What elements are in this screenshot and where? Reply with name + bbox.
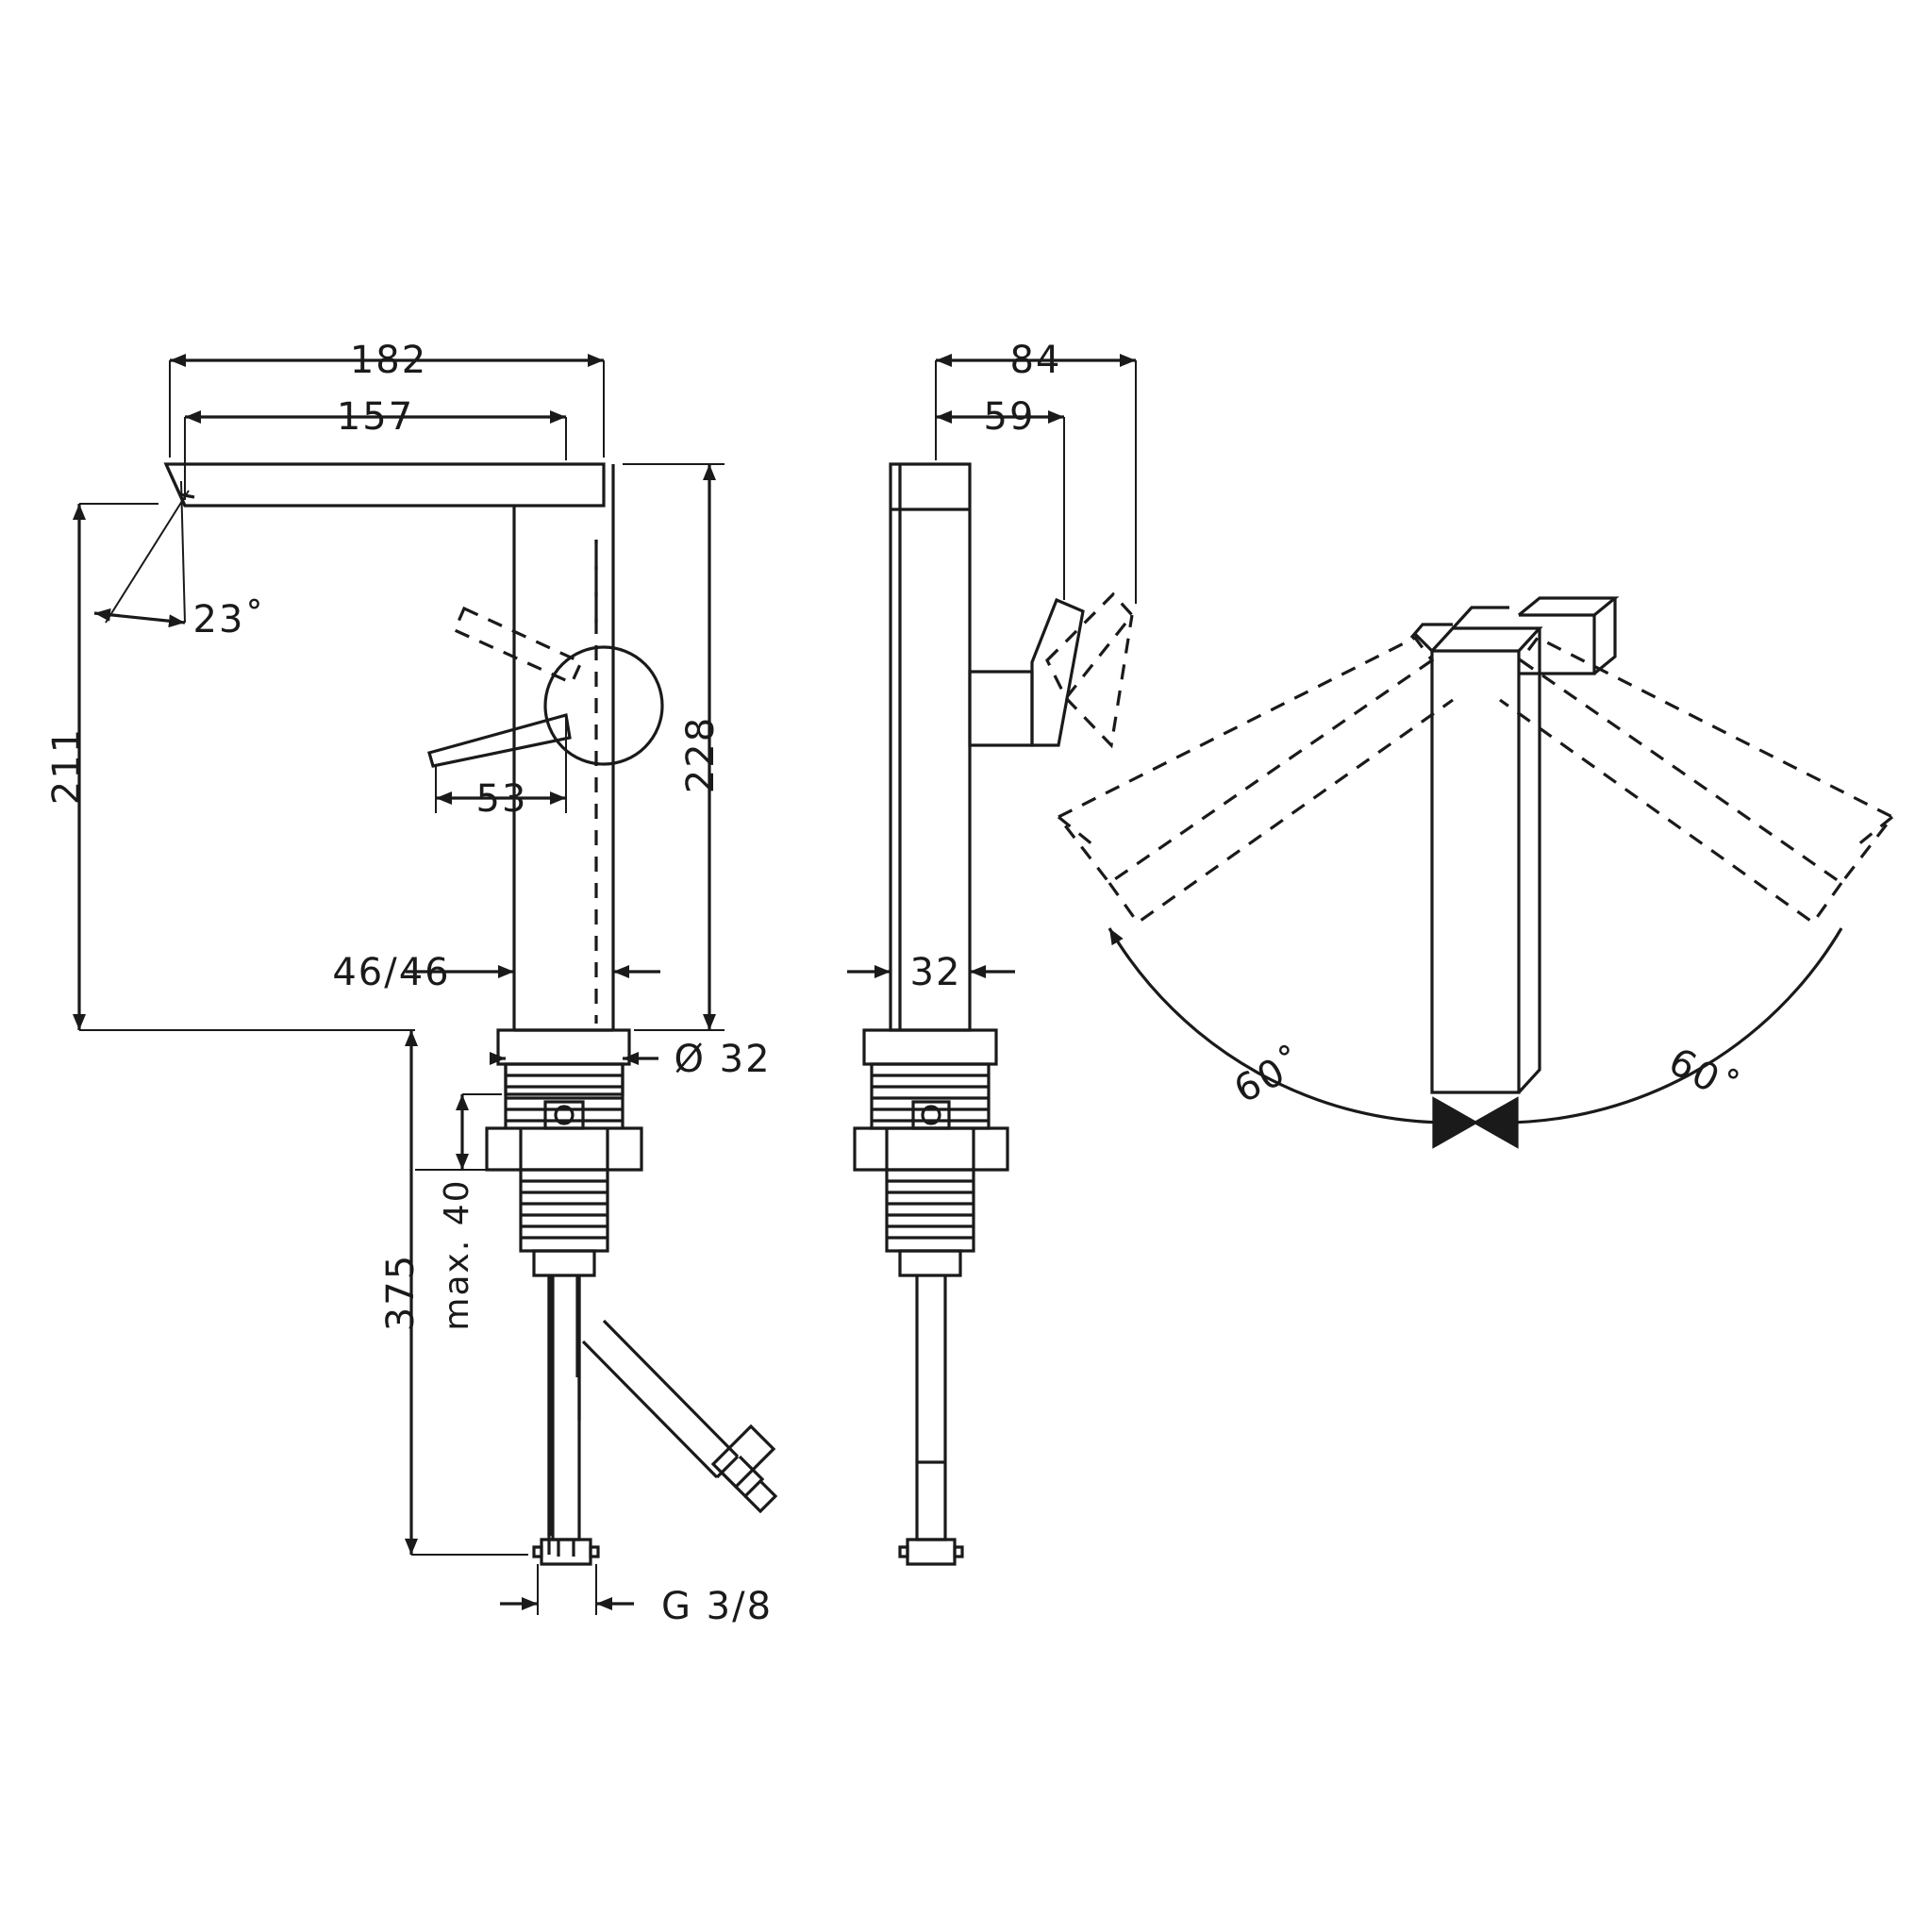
dim-connection-thread: G 3/8 [661,1585,773,1628]
side-view-dimensions [847,354,1137,978]
front-view-dimensions [73,354,724,1615]
dim-handle-depth-inner: 59 [984,395,1036,439]
dim-body-width: 46/46 [332,951,450,994]
dim-lever-angle: 23˚ [193,598,266,641]
dimension-labels: 182 157 23˚ 211 228 53 46/46 Ø 32 max. 4… [45,339,1746,1628]
top-view-geometry [1056,596,1895,1094]
dim-swivel-right: 60˚ [1661,1040,1745,1112]
dim-spout-reach-inner: 157 [337,395,414,439]
dim-body-height: 228 [679,716,723,793]
side-view-geometry [853,462,1135,1566]
dim-hose-length: 375 [379,1254,423,1331]
top-view-dimensions [1108,927,1843,1149]
dim-body-depth: 32 [910,951,962,994]
dim-lever-length: 53 [476,777,528,821]
dim-total-height: 211 [45,727,89,805]
dim-handle-depth-total: 84 [1010,339,1062,382]
dim-spout-reach-total: 182 [350,339,427,382]
dim-thread-diameter: Ø 32 [674,1038,771,1081]
dim-max-deck-thickness: max. 40 [438,1178,476,1330]
dim-swivel-left: 60˚ [1227,1040,1311,1112]
